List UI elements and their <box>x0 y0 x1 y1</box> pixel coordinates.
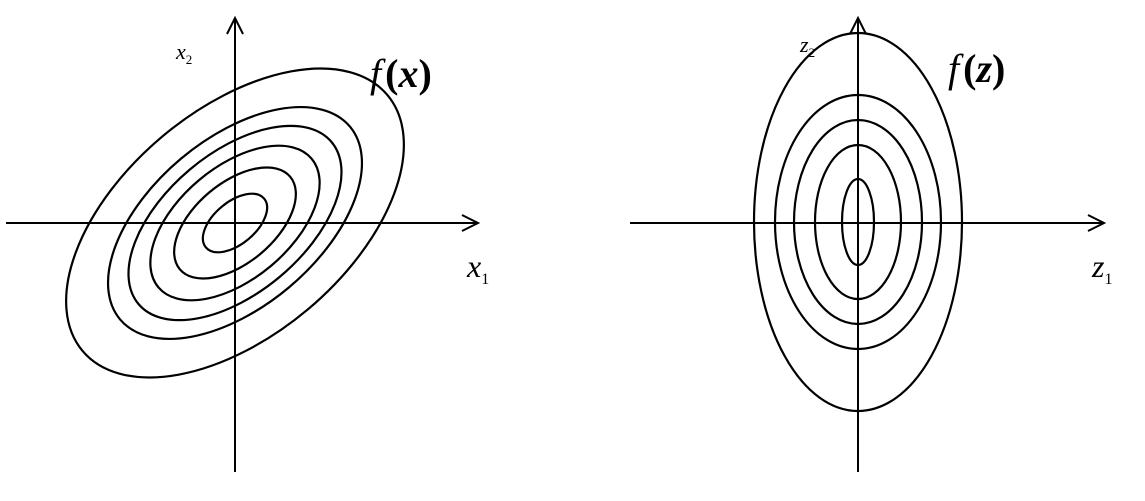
right-contours <box>752 31 964 413</box>
left-function-label: f(x) <box>370 51 432 96</box>
right-plot: z2 z1 f(z) <box>630 18 1112 472</box>
right-contour-2 <box>813 143 903 301</box>
right-function-label: f(z) <box>948 46 1005 91</box>
left-contour-1 <box>201 192 269 254</box>
left-contours <box>65 67 405 379</box>
left-contour-3 <box>149 144 321 302</box>
left-contour-2 <box>173 166 297 280</box>
right-x-axis-label: z1 <box>1091 248 1112 288</box>
left-y-axis-label: x2 <box>175 39 192 67</box>
left-contour-6 <box>65 67 405 379</box>
right-contour-4 <box>773 93 943 351</box>
right-contour-1 <box>840 177 876 267</box>
right-y-axis-label: z2 <box>799 32 815 60</box>
left-x-axis-label: x1 <box>466 248 489 288</box>
left-contour-5 <box>106 105 364 341</box>
right-contour-5 <box>752 31 964 413</box>
right-contour-3 <box>792 118 924 326</box>
left-contour-4 <box>127 124 343 322</box>
left-plot: x2 x1 f(x) <box>6 9 489 472</box>
